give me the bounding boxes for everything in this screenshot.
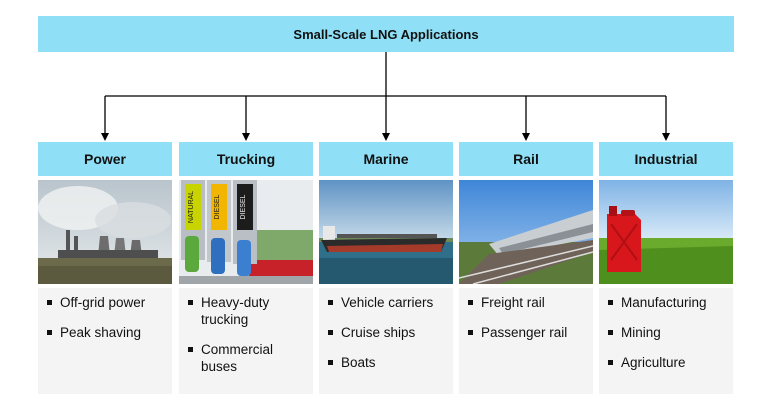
fuel-canister-image bbox=[599, 180, 733, 284]
header-trucking: Trucking bbox=[179, 142, 313, 176]
train-image bbox=[459, 180, 593, 284]
list-item: Vehicle carriers bbox=[327, 294, 447, 311]
header-label: Power bbox=[83, 151, 126, 167]
header-marine: Marine bbox=[319, 142, 453, 176]
list-item: Cruise ships bbox=[327, 324, 447, 341]
list-marine: Vehicle carriers Cruise ships Boats bbox=[319, 288, 453, 394]
diagram-title-box: Small-Scale LNG Applications bbox=[38, 16, 734, 52]
pump-label-natural: NATURAL bbox=[188, 191, 195, 223]
diagram-title: Small-Scale LNG Applications bbox=[293, 26, 479, 42]
list-item: Manufacturing bbox=[607, 294, 727, 311]
list-item: Heavy-duty trucking bbox=[187, 294, 307, 328]
list-item: Freight rail bbox=[467, 294, 587, 311]
column-power: Power Off-grid power Peak shaving bbox=[38, 142, 172, 394]
list-item: Off-grid power bbox=[46, 294, 166, 311]
header-label: Industrial bbox=[634, 151, 698, 167]
list-item: Boats bbox=[327, 354, 447, 371]
column-rail: Rail Freight rail Passenger rail bbox=[459, 142, 593, 394]
list-trucking: Heavy-duty trucking Commercial buses bbox=[179, 288, 313, 394]
column-marine: Marine Vehicle carriers Cruise ships Boa… bbox=[319, 142, 453, 394]
column-trucking: Trucking NATURAL DIESEL DIESEL Heavy-dut… bbox=[179, 142, 313, 394]
header-rail: Rail bbox=[459, 142, 593, 176]
list-rail: Freight rail Passenger rail bbox=[459, 288, 593, 394]
ship-image bbox=[319, 180, 453, 284]
header-industrial: Industrial bbox=[599, 142, 733, 176]
column-industrial: Industrial Manufacturing Mining Agricult… bbox=[599, 142, 733, 394]
header-label: Rail bbox=[513, 151, 539, 167]
header-label: Trucking bbox=[216, 151, 276, 167]
header-label: Marine bbox=[363, 151, 409, 167]
list-item: Mining bbox=[607, 324, 727, 341]
list-item: Passenger rail bbox=[467, 324, 587, 341]
power-plant-image bbox=[38, 180, 172, 284]
header-power: Power bbox=[38, 142, 172, 176]
list-industrial: Manufacturing Mining Agriculture bbox=[599, 288, 733, 394]
list-item: Commercial buses bbox=[187, 341, 307, 375]
list-item: Agriculture bbox=[607, 354, 727, 371]
pump-label-diesel-2: DIESEL bbox=[240, 194, 247, 219]
pump-label-diesel-1: DIESEL bbox=[214, 194, 221, 219]
fuel-pump-image: NATURAL DIESEL DIESEL bbox=[179, 180, 313, 284]
list-power: Off-grid power Peak shaving bbox=[38, 288, 172, 394]
list-item: Peak shaving bbox=[46, 324, 166, 341]
